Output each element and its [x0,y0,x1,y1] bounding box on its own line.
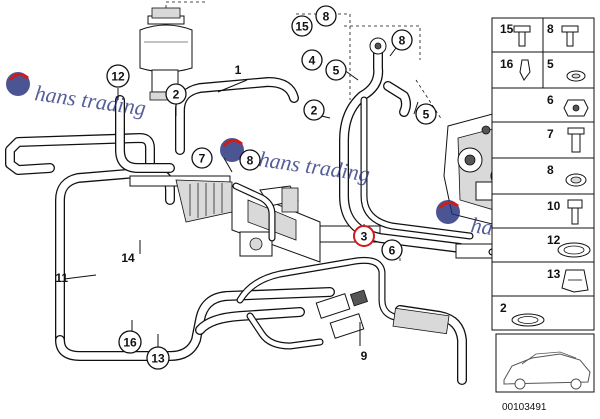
callout-11: 11 [55,271,68,285]
svg-text:13: 13 [547,267,561,281]
callout-5-upper: 5 [325,59,347,81]
hose-rack-lines [232,182,276,242]
svg-text:13: 13 [151,352,165,366]
panel-clamp-12 [557,242,591,258]
callout-1: 1 [235,63,242,77]
callout-8-top: 8 [315,5,337,27]
svg-text:3: 3 [361,230,368,244]
svg-text:16: 16 [500,57,514,71]
callout-9: 9 [361,349,368,363]
callout-2-left: 2 [165,83,187,105]
panel-bolt-15 [513,25,531,47]
catalog-number: 00103491 [502,402,547,413]
panel-banjo-7 [567,127,585,153]
parts-panel: 15 8 16 5 6 7 8 [491,17,595,331]
svg-text:8: 8 [399,34,406,48]
panel-screw-10 [567,199,583,225]
svg-text:14: 14 [121,251,135,265]
steering-rack [129,175,381,263]
svg-text:4: 4 [309,54,316,68]
svg-text:16: 16 [123,336,137,350]
panel-nut-6 [563,99,589,117]
callout-7: 7 [191,147,213,169]
svg-text:2: 2 [173,88,180,102]
hose-lower-return [195,256,467,385]
svg-text:7: 7 [199,152,206,166]
panel-hose-clamp-2 [511,313,545,327]
callout-16: 16 [118,330,142,354]
callout-8-rack: 8 [239,149,261,171]
callout-5-right: 5 [415,103,437,125]
callout-4: 4 [301,49,323,71]
svg-text:6: 6 [389,244,396,258]
svg-text:12: 12 [547,233,561,247]
svg-text:5: 5 [423,108,430,122]
svg-text:15: 15 [295,20,309,34]
svg-text:9: 9 [361,349,368,363]
callout-15: 15 [291,15,313,37]
svg-text:11: 11 [55,271,68,285]
svg-text:8: 8 [547,163,554,177]
svg-text:10: 10 [547,199,561,213]
vehicle-silhouette [495,333,595,393]
svg-text:7: 7 [547,127,554,141]
svg-text:8: 8 [547,22,554,36]
callout-2-middle: 2 [303,99,325,121]
svg-text:5: 5 [547,57,554,71]
callout-3-highlighted: 3 [353,225,375,247]
watermark-text: hans trading [257,146,371,186]
callout-6: 6 [381,239,403,261]
reservoir-dash [165,1,206,8]
svg-text:2: 2 [500,301,507,315]
callout-12: 12 [106,64,130,88]
svg-text:8: 8 [323,10,330,24]
svg-text:6: 6 [547,93,554,107]
panel-bolt-8 [561,25,579,47]
svg-text:12: 12 [111,70,125,84]
watermark-text: hans trading [33,80,147,120]
callout-14: 14 [121,251,135,265]
reservoir [139,7,193,101]
hose-cooler-loop [5,133,335,361]
svg-text:5: 5 [333,64,340,78]
svg-text:15: 15 [500,22,514,36]
callout-13: 13 [146,346,170,370]
svg-text:8: 8 [247,154,254,168]
panel-washer-5 [566,70,586,82]
callout-8-right: 8 [391,29,413,51]
panel-seal-8 [565,173,587,187]
panel-holder-13 [561,269,589,293]
svg-text:2: 2 [311,104,318,118]
svg-text:1: 1 [235,63,242,77]
panel-clip-16 [519,59,531,81]
